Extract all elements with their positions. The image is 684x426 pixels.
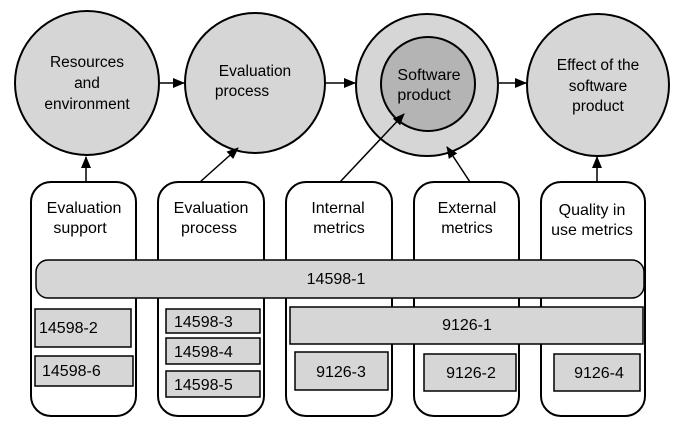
box-9126-4-label: 9126-4 — [574, 365, 624, 382]
column-quality-in-use-line2: use metrics — [551, 222, 633, 239]
circle-effect-line1: Effect of the — [557, 57, 639, 74]
column-quality-in-use-line1: Quality in — [559, 202, 626, 219]
column-evaluation-process-line1: Evaluation — [174, 200, 249, 217]
arrow-external-to-software — [446, 146, 471, 183]
circle-effect-of-software-product: Effect of the software product — [526, 13, 670, 157]
column-evaluation-support-line2: support — [53, 220, 107, 237]
box-9126-2-label: 9126-2 — [446, 365, 496, 382]
circle-effect-line2: software — [569, 78, 628, 95]
circle-resources-line3: environment — [44, 96, 130, 113]
band-9126-1 — [289, 306, 644, 345]
column-external-metrics-line2: metrics — [441, 220, 493, 237]
circle-resources-and-environment: Resources and environment — [14, 10, 160, 156]
circle-software-line2: product — [397, 87, 451, 104]
box-14598-2 — [34, 308, 132, 348]
circle-resources-line2: and — [74, 75, 100, 92]
circle-effect-line3: product — [572, 98, 624, 115]
circle-software-line1: Software — [397, 67, 460, 84]
box-14598-4 — [165, 337, 261, 365]
column-external-metrics-line1: External — [438, 200, 497, 217]
inner-circle-software-product — [380, 36, 476, 132]
circle-evaluation-process: Evaluation process — [184, 12, 326, 154]
box-14598-3 — [165, 308, 261, 334]
circle-evaluation-line2: process — [215, 83, 270, 100]
box-9126-3-label: 9126-3 — [316, 364, 366, 381]
circle-resources-line1: Resources — [50, 54, 124, 71]
column-internal-metrics-line1: Internal — [311, 200, 364, 217]
band-14598-1-label: 14598-1 — [307, 271, 366, 288]
box-14598-2-label: 14598-2 — [39, 320, 98, 337]
arrow-internal-to-software — [339, 113, 405, 183]
arrow-process-to-evaluation — [199, 147, 239, 183]
box-14598-5-label: 14598-5 — [174, 377, 233, 394]
column-evaluation-process-line2: process — [181, 220, 237, 237]
box-14598-3-label: 14598-3 — [174, 314, 233, 331]
column-evaluation-support-line1: Evaluation — [47, 200, 122, 217]
band-14598-1 — [35, 259, 645, 299]
column-internal-metrics-line2: metrics — [313, 220, 365, 237]
box-9126-4 — [553, 353, 641, 392]
box-9126-3 — [294, 351, 389, 391]
box-14598-4-label: 14598-4 — [174, 344, 233, 361]
circle-evaluation-line1: Evaluation — [219, 63, 291, 80]
band-9126-1-label: 9126-1 — [442, 317, 492, 334]
box-14598-6 — [34, 355, 134, 387]
box-14598-6-label: 14598-6 — [42, 363, 101, 380]
box-9126-2 — [423, 353, 517, 392]
box-14598-5 — [165, 370, 261, 398]
circle-software-product: Software product — [355, 13, 499, 157]
